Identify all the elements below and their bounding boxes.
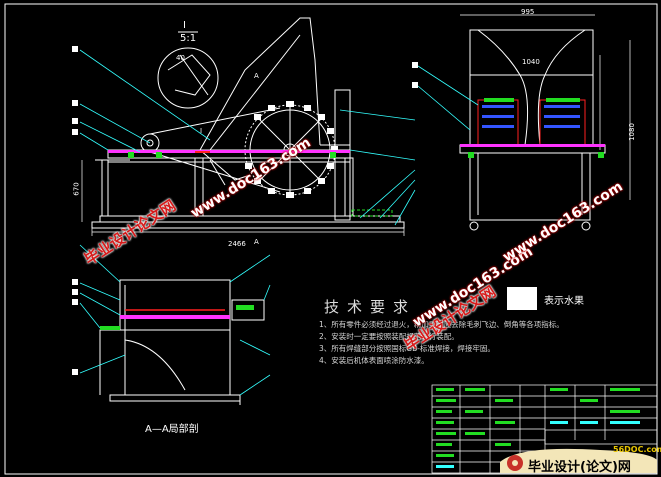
section-letter-bottom: A	[254, 238, 259, 246]
side-tags	[412, 62, 418, 88]
section-letter-top: A	[254, 72, 259, 80]
detail-scale-label: 5:1	[180, 33, 197, 44]
detail-roman-label: I	[183, 20, 186, 31]
title-block-cyan	[436, 421, 640, 468]
detail-view	[157, 31, 219, 109]
tech-note-2: 2、安装时一定要按照装配规范进行装配。	[319, 332, 459, 341]
tech-requirements-title: 技术要求	[324, 298, 417, 316]
footer-url: 56DOC.com	[613, 445, 661, 454]
tech-note-3: 3、所有焊缝部分按照国标GB-标准焊接，焊接牢固。	[319, 344, 495, 353]
section-view	[99, 279, 265, 405]
dim-right-a: 1040	[522, 58, 540, 66]
length-dim-bottom: 2466	[228, 240, 246, 248]
front-view-leaders	[79, 49, 416, 226]
tech-note-4: 4、安装后机体表面喷涂防水漆。	[319, 356, 429, 365]
section-caption: A—A局部剖	[145, 424, 199, 435]
dim-right-b: 1080	[627, 123, 636, 141]
front-view	[91, 17, 405, 229]
side-view-leaders	[417, 65, 479, 131]
side-view-trays	[460, 98, 605, 158]
section-tags	[72, 279, 78, 375]
wheel-teeth	[245, 101, 338, 198]
footer-brand: 毕业设计(论文)网	[528, 460, 631, 475]
legend-label: 表示水果	[544, 296, 584, 307]
height-dim-left: 670	[72, 182, 81, 196]
detail-dim-label: 40	[176, 54, 185, 62]
width-dim-top: 995	[521, 8, 535, 16]
leader-tags	[72, 46, 78, 135]
small-roman-label: I	[200, 127, 203, 135]
legend-swatch	[507, 287, 537, 310]
title-block-fills	[436, 388, 640, 457]
tech-note-1: 1、所有零件必须经过退火，精加工时应去除毛刺飞边、倒角等各项指标。	[319, 320, 564, 329]
footer-logo-banner	[500, 448, 657, 473]
front-view-accents	[108, 150, 393, 217]
section-leaders	[79, 244, 271, 396]
drawing-frame	[4, 3, 658, 475]
front-view-dimensions	[81, 14, 631, 236]
section-accents	[100, 305, 254, 330]
